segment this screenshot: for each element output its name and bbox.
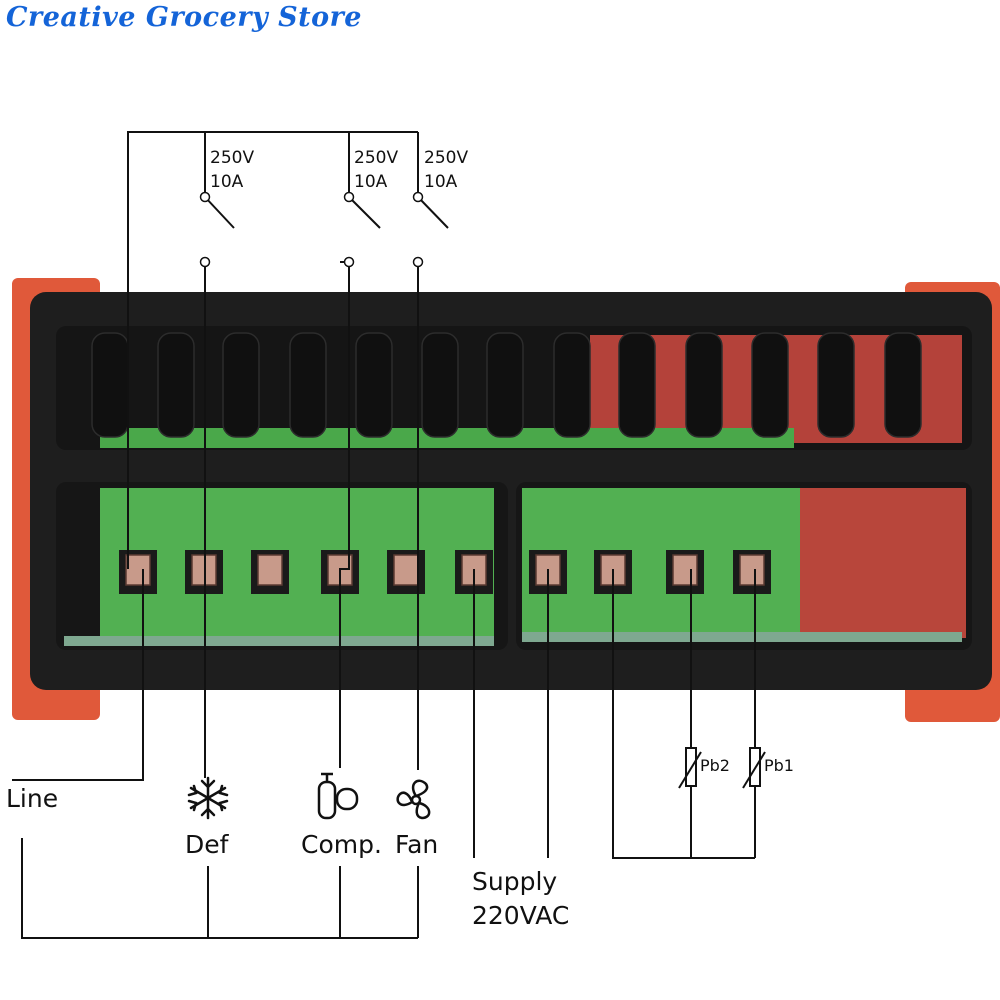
- terminal-screw: [251, 550, 289, 594]
- terminal-guard: [486, 332, 524, 438]
- pcb-edge-right: [522, 632, 962, 642]
- snowflake-icon: [187, 776, 229, 820]
- terminal-guard: [421, 332, 459, 438]
- wire-line: [12, 569, 144, 781]
- switch-blade-1: [204, 196, 235, 229]
- relay3-voltage: 250V: [424, 148, 468, 168]
- switch-blade-3: [417, 196, 449, 229]
- terminal-guard: [884, 332, 922, 438]
- wiring: [12, 131, 756, 939]
- brand-title: Creative Grocery Store: [6, 2, 362, 33]
- relay3-common-contact: [412, 191, 424, 203]
- terminal-guards: [91, 332, 922, 438]
- line-label: Line: [6, 784, 58, 813]
- relay3-current: 10A: [424, 172, 458, 192]
- terminal-guard: [91, 332, 129, 438]
- relay3-no-contact: [412, 256, 424, 268]
- wire-probe-common: [612, 569, 755, 859]
- relay2-current: 10A: [354, 172, 388, 192]
- terminal-screw: [387, 550, 425, 594]
- relay2-no-contact: [343, 256, 355, 268]
- terminal-guard: [553, 332, 591, 438]
- fan-label: Fan: [395, 830, 438, 859]
- terminal-block-left: [100, 488, 494, 636]
- fan-icon: [396, 779, 431, 820]
- probe-pb1-symbol: [742, 747, 766, 789]
- terminal-screw: [666, 550, 704, 594]
- wire-comp-down: [339, 262, 350, 768]
- relay2-common-contact: [343, 191, 355, 203]
- terminal-guard: [355, 332, 393, 438]
- relay1-common-contact: [199, 191, 211, 203]
- supply-label: Supply: [472, 867, 557, 896]
- terminal-guard: [222, 332, 260, 438]
- terminal-guard: [685, 332, 723, 438]
- terminal-guard: [817, 332, 855, 438]
- def-label: Def: [185, 830, 230, 859]
- supply-voltage-label: 220VAC: [472, 901, 569, 930]
- relay1-voltage: 250V: [210, 148, 254, 168]
- terminal-guard: [618, 332, 656, 438]
- comp-label: Comp.: [301, 830, 382, 859]
- probe-pb2-symbol: [678, 747, 702, 789]
- pcb-edge-left: [64, 636, 494, 646]
- relay1-current: 10A: [210, 172, 244, 192]
- terminal-guard: [289, 332, 327, 438]
- terminal-strip-upper: [100, 428, 794, 448]
- pb1-label: Pb1: [764, 756, 794, 775]
- relay1-no-contact: [199, 256, 211, 268]
- controller-body: [12, 278, 1000, 722]
- pcb-panel-lower: [794, 488, 966, 638]
- relay-contacts: [199, 191, 424, 268]
- relay2-voltage: 250V: [354, 148, 398, 168]
- compressor-icon: [317, 772, 359, 820]
- terminal-guard: [751, 332, 789, 438]
- terminal-guard: [157, 332, 195, 438]
- wire-neutral-bus: [21, 838, 418, 939]
- terminal-screw: [119, 550, 157, 594]
- pb2-label: Pb2: [700, 756, 730, 775]
- switch-blade-2: [348, 196, 381, 229]
- terminal-screw: [733, 550, 771, 594]
- wire-line-top-bus: [127, 131, 418, 569]
